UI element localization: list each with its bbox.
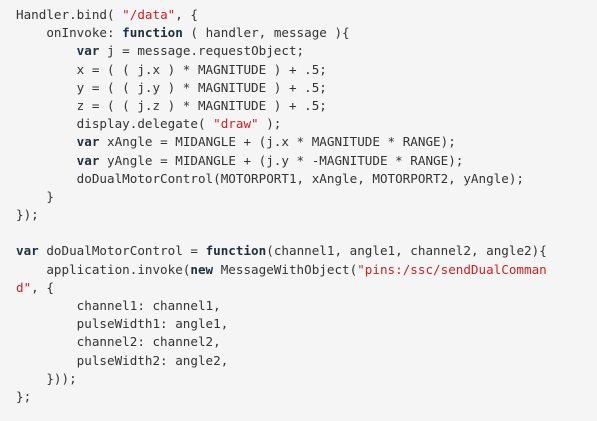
code-token-text: MessageWithObject( (213, 261, 358, 277)
code-line: var doDualMotorControl = function(channe… (16, 242, 597, 260)
code-token-keyword: var (76, 43, 100, 59)
code-token-text: y = ( ( j.y ) * MAGNITUDE ) + .5; (16, 79, 327, 95)
code-line: var j = message.requestObject; (16, 42, 597, 60)
code-token-text: }); (16, 207, 39, 223)
code-token-keyword: function (205, 243, 267, 259)
code-token-keyword: var (16, 243, 39, 259)
code-token-text: yAngle = MIDANGLE + (j.y * -MAGNITUDE * … (99, 152, 464, 168)
code-token-string: "draw" (213, 116, 259, 132)
code-token-text: Handler.bind( (16, 7, 123, 22)
code-line: y = ( ( j.y ) * MAGNITUDE ) + .5; (16, 79, 597, 97)
code-line: doDualMotorControl(MOTORPORT1, xAngle, M… (16, 170, 597, 188)
code-token-text: doDualMotorControl(MOTORPORT1, xAngle, M… (16, 170, 524, 186)
code-token-text: })); (16, 370, 77, 386)
code-token-text: doDualMotorControl = (38, 243, 206, 259)
code-token-text: pulseWidth1: angle1, (16, 316, 229, 332)
code-line: }; (16, 388, 597, 406)
code-token-text: pulseWidth2: angle2, (16, 352, 229, 368)
code-line: channel2: channel2, (16, 333, 597, 351)
code-token-text: j = message.requestObject; (99, 43, 305, 59)
code-token-keyword: var (76, 152, 100, 168)
code-line: channel1: channel1, (16, 297, 597, 315)
code-line: z = ( ( j.z ) * MAGNITUDE ) + .5; (16, 97, 597, 115)
code-line: })); (16, 370, 597, 388)
code-lines: Handler.bind( "/data", { onInvoke: funct… (16, 6, 597, 406)
code-token-text: onInvoke: (16, 25, 123, 41)
code-token-keyword: var (76, 134, 100, 150)
code-token-text (16, 153, 77, 168)
code-line: var yAngle = MIDANGLE + (j.y * -MAGNITUD… (16, 152, 597, 170)
code-line: }); (16, 206, 597, 224)
code-line: var xAngle = MIDANGLE + (j.x * MAGNITUDE… (16, 133, 597, 151)
code-token-text: xAngle = MIDANGLE + (j.x * MAGNITUDE * R… (99, 134, 456, 150)
code-token-text: application.invoke( (16, 261, 191, 277)
code-token-text: } (16, 188, 54, 204)
code-token-string: d" (16, 279, 32, 295)
code-token-text: display.delegate( (16, 116, 214, 132)
code-line: display.delegate( "draw" ); (16, 115, 597, 133)
code-line: pulseWidth2: angle2, (16, 352, 597, 370)
code-token-text: , { (175, 7, 198, 22)
code-token-keyword: new (190, 261, 214, 277)
code-line-blank (16, 224, 597, 242)
code-line: x = ( ( j.x ) * MAGNITUDE ) + .5; (16, 61, 597, 79)
code-token-string: "pins:/ssc/sendDualComman (357, 261, 547, 277)
code-token-text: ); (258, 116, 282, 132)
code-token-text: ( handler, message ){ (182, 25, 350, 41)
code-line: } (16, 188, 597, 206)
code-token-text: , { (31, 279, 54, 295)
code-line: pulseWidth1: angle1, (16, 315, 597, 333)
code-token-text (16, 43, 77, 58)
code-token-text (16, 134, 77, 149)
code-token-text: }; (16, 388, 32, 404)
code-line: d", { (16, 279, 597, 297)
code-token-text: z = ( ( j.z ) * MAGNITUDE ) + .5; (16, 97, 327, 113)
code-token-keyword: function (122, 25, 183, 41)
code-token-text: (channel1, angle1, channel2, angle2){ (266, 243, 547, 259)
code-line: application.invoke(new MessageWithObject… (16, 261, 597, 279)
code-line: Handler.bind( "/data", { (16, 6, 597, 24)
code-token-text: channel2: channel2, (16, 334, 221, 350)
code-token-string: "/data" (122, 7, 176, 22)
code-line: onInvoke: function ( handler, message ){ (16, 24, 597, 42)
code-token-text: channel1: channel1, (16, 298, 221, 313)
code-token-text: x = ( ( j.x ) * MAGNITUDE ) + .5; (16, 61, 327, 77)
